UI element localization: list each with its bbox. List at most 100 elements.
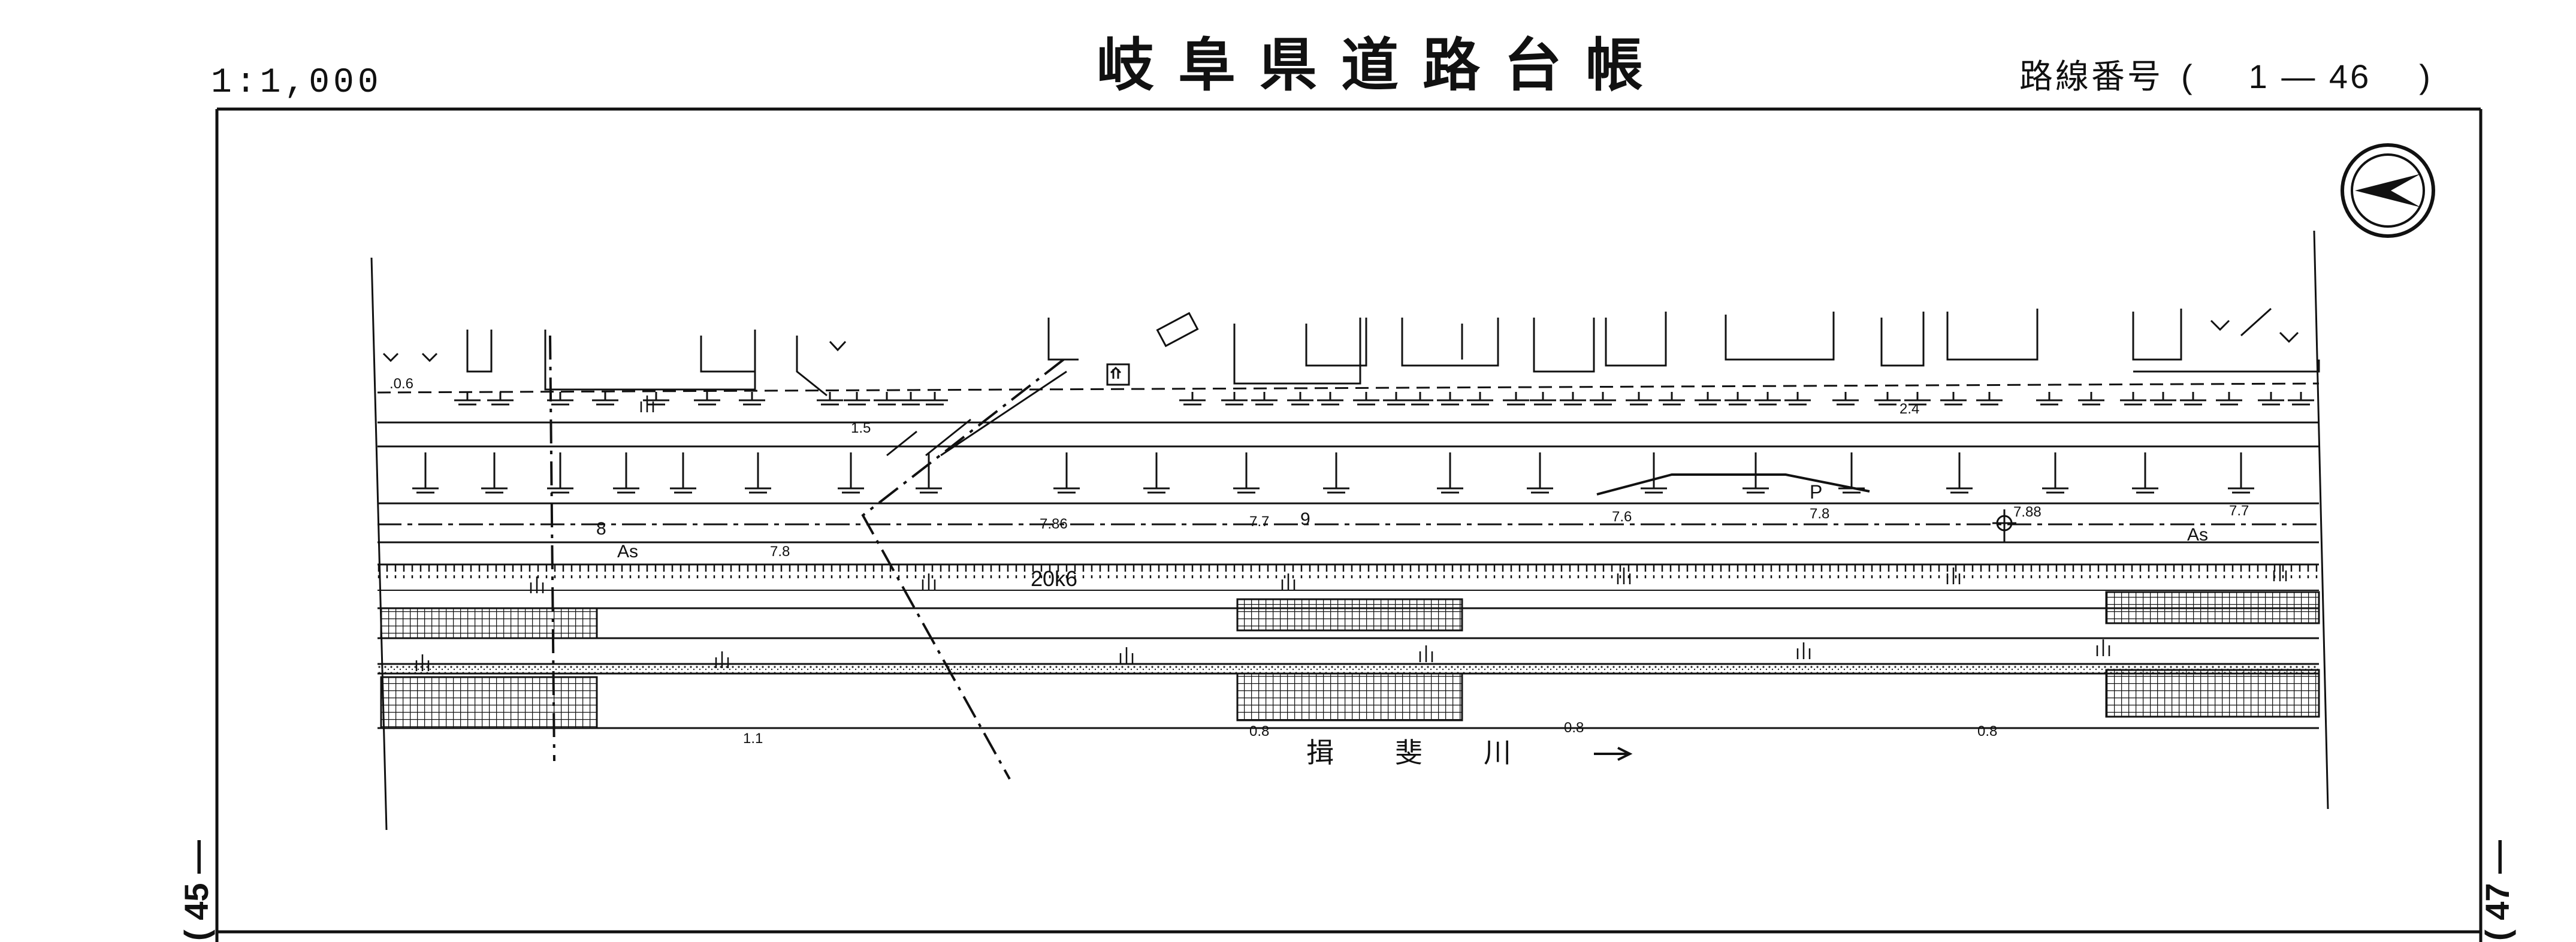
tree-symbol-icon [898,392,924,406]
tree-symbol-icon [1626,392,1652,406]
route-open-paren: ( [2181,58,2195,95]
grass-symbol-icon [1281,573,1295,590]
tree-symbol-icon [1754,392,1781,406]
tree-symbol-icon [817,392,843,406]
tree-symbol-icon [613,452,639,494]
grass-symbol-icon [415,654,430,671]
elev-road-7-8b: 7.8 [1810,506,1829,522]
tree-symbol-icon [1143,452,1170,494]
tree-symbol-icon [481,452,508,494]
tree-symbol-icon [1590,392,1616,406]
tree-symbol-icon [745,452,771,494]
tree-symbol-icon [487,392,514,406]
elev-river-1-1: 1.1 [743,730,763,747]
tree-symbol-icon [2258,392,2284,406]
parking-outline [1596,473,1870,496]
surface-label-right: As [2187,525,2208,545]
page-title: 岐阜県道路台帳 [1097,34,1667,98]
tree-symbol-icon [1251,392,1278,406]
grass-symbol-icon [1119,647,1134,664]
grass-symbol-icon [1419,645,1433,662]
boundary-dashdot [549,335,1065,780]
elev-road-7-7a: 7.7 [1249,514,1269,530]
tree-symbol-icon [1179,392,1206,406]
tree-symbol-icon [2120,392,2146,406]
tree-symbol-icon [1467,392,1493,406]
tree-symbol-icon [1946,452,1973,494]
tree-symbol-icon [547,392,573,406]
flow-arrow-icon [1594,747,1633,761]
tree-symbol-icon [1287,392,1313,406]
tree-symbol-icon [2132,452,2158,494]
survey-marker-icon [1992,509,2016,542]
route-number: 路線番号(1 — 46) [2019,60,2433,93]
elev-top-right: 2.4 [1899,401,1919,417]
tree-symbol-icon [1233,452,1260,494]
map-scale: 1:1,000 [211,64,382,102]
tree-symbol-icon [1725,392,1751,406]
tree-symbol-icon [1784,392,1811,406]
north-arrow-icon [2341,143,2435,238]
grass-symbol-icon [640,395,654,412]
grass-symbol-icon [1796,642,1811,659]
tree-symbol-icon [1832,392,1859,406]
tree-symbol-icon [547,452,573,494]
tree-symbol-icon [1695,392,1721,406]
road-lines [378,421,2319,591]
tree-symbol-icon [592,392,618,406]
elev-river-0-8c: 0.8 [1977,723,1997,739]
tree-symbol-icon [1838,452,1865,494]
elev-road-9: 9 [1300,509,1310,529]
grass-symbol-icon [530,576,544,593]
tree-symbol-icon [739,392,765,406]
plan-boundary-right [2313,230,2329,810]
tree-symbol-icon [1437,452,1463,494]
river-name: 揖 斐 川 [1306,737,1528,768]
tree-symbol-icon [874,392,900,406]
grass-symbol-icon [2096,639,2110,656]
surface-label-left: As [617,542,638,561]
tree-symbol-icon [1317,392,1343,406]
grass-symbol-icon [922,573,936,590]
tree-symbol-icon [2216,392,2242,406]
tree-symbol-icon [1407,392,1433,406]
elev-river-0-8a: 0.8 [1249,723,1269,739]
tree-symbol-icon [1904,392,1931,406]
tree-symbol-icon [412,452,439,494]
plan-boundary-left [370,257,388,831]
tree-symbol-icon [1053,452,1080,494]
elev-road-7-6: 7.6 [1612,509,1632,525]
tree-symbol-icon [2150,392,2176,406]
tree-symbol-icon [1874,392,1901,406]
tree-symbol-icon [838,452,864,494]
elevation-labels: .0.6 1.5 2.4 8 7.8 7.86 7.7 9 7.6 7.8 7.… [389,376,2249,747]
tree-symbol-icon [1560,392,1586,406]
grass-symbol-icon [1946,567,1961,584]
river-bank [378,591,2320,729]
tree-symbol-icon [1743,452,1769,494]
route-label: 路線番号 [2019,58,2163,95]
tree-symbol-icon [694,392,720,406]
tree-symbol-icon [1353,392,1379,406]
map-symbols [412,392,2314,671]
tree-symbol-icon [2288,392,2314,406]
tree-symbol-icon [670,452,696,494]
tree-symbol-icon [2228,452,2254,494]
tree-symbol-icon [1503,392,1529,406]
tree-symbol-icon [2036,392,2062,406]
grass-symbol-icon [715,651,729,668]
elev-road-8: 8 [596,519,606,539]
elev-road-7-86: 7.86 [1040,516,1068,532]
grass-symbol-icon [1617,567,1631,584]
tree-symbol-icon [2180,392,2206,406]
elev-river-0-8b: 0.8 [1564,720,1584,736]
elev-road-7-8a: 7.8 [770,544,790,560]
tree-symbol-icon [1659,392,1685,406]
tree-symbol-icon [844,392,870,406]
tree-symbol-icon [2042,452,2068,494]
route-number-value: 1 — 46 [2248,58,2372,95]
tree-symbol-icon [454,392,481,406]
tree-symbol-icon [1530,392,1556,406]
elev-top-left: .0.6 [389,376,413,392]
tree-symbol-icon [1940,392,1967,406]
